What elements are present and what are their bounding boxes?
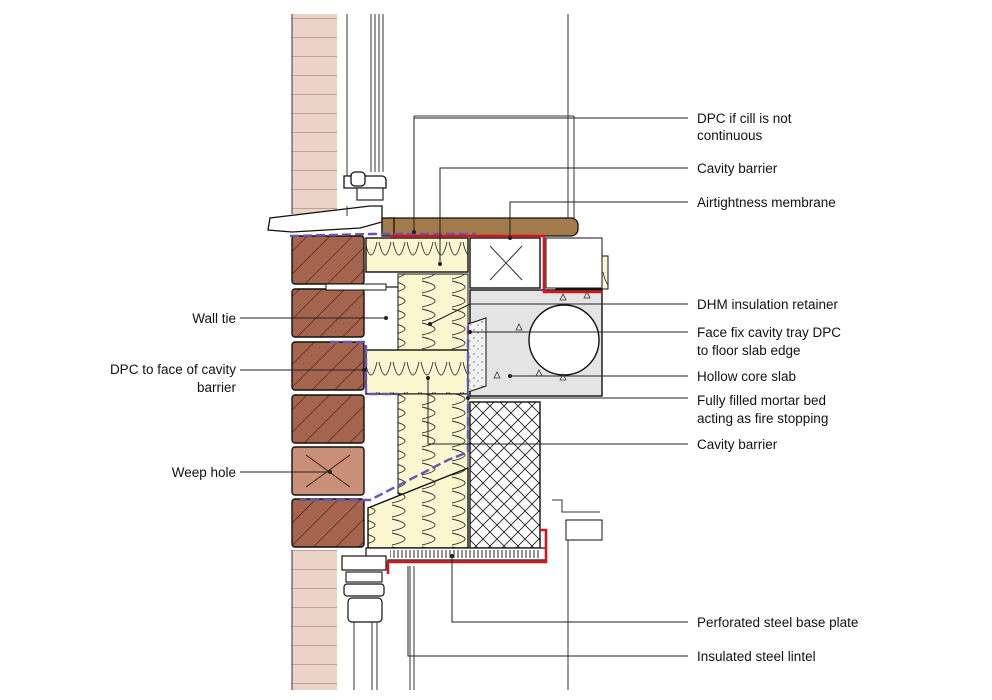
label-dhm-insulation-retainer: DHM insulation retainer [697,297,839,312]
leader-lines [240,117,688,657]
label-insulated-steel-lintel: Insulated steel lintel [697,649,816,664]
wall-tie-icon [325,283,398,291]
label-dpc-face-cavity-barrier: DPC to face of cavity [110,362,236,377]
callout-labels-left: Wall tie DPC to face of cavity barrier W… [110,311,237,480]
hollow-core-void-icon [528,304,600,376]
label-wall-tie: Wall tie [192,311,236,326]
label-face-fix-cavity-tray-line2: to floor slab edge [697,343,801,358]
outer-leaf-brickwork [291,235,365,548]
weep-hole-icon [291,446,365,496]
window-board [381,217,579,237]
cavity-barrier-box [469,237,603,289]
label-dpc-face-cavity-barrier-line2: barrier [197,380,237,395]
label-face-fix-cavity-tray: Face fix cavity tray DPC [697,325,841,340]
airtightness-membrane [386,234,602,574]
window-frame-icon [267,14,387,233]
hollow-core-slab [467,289,603,397]
insulated-steel-lintel [365,401,547,567]
label-weep-hole: Weep hole [172,465,236,480]
label-cavity-barrier-mid: Cavity barrier [697,437,778,452]
lower-brickwork [291,550,337,690]
callout-labels-right: DPC if cill is not continuous Cavity bar… [697,111,858,664]
inner-leaf-lines [409,14,603,690]
dpc-lines [289,232,476,502]
label-dpc-if-cill: DPC if cill is not [697,111,792,126]
upper-brickwork [291,14,337,214]
lower-window-frame-icon [341,555,387,690]
label-perforated-base-plate: Perforated steel base plate [697,615,858,630]
label-fully-filled-mortar: Fully filled mortar bed [697,393,826,408]
label-fully-filled-mortar-line2: acting as fire stopping [697,411,828,426]
label-hollow-core-slab: Hollow core slab [697,369,796,384]
label-cavity-barrier-top: Cavity barrier [697,161,778,176]
label-dpc-if-cill-line2: continuous [697,128,763,143]
label-airtightness-membrane: Airtightness membrane [697,195,836,210]
